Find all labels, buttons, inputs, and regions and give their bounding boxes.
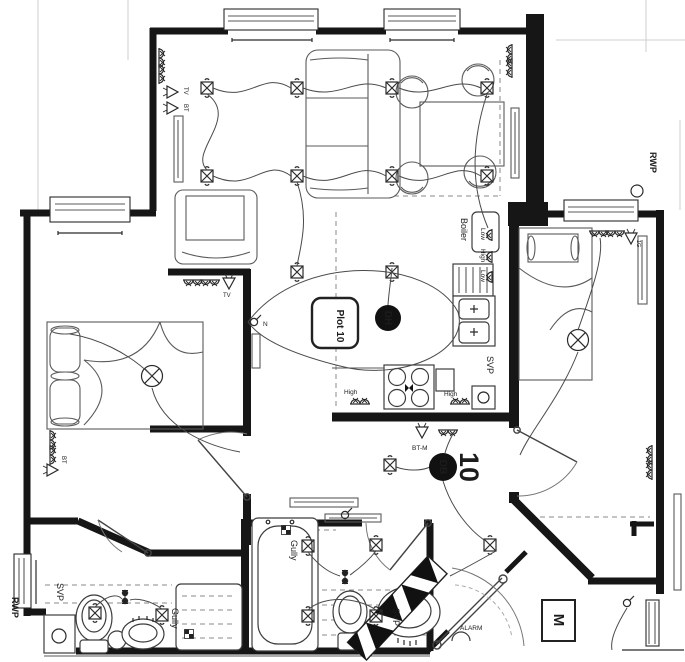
living-room	[173, 49, 520, 369]
alarm-label: ALARM	[460, 625, 482, 632]
doors	[97, 426, 578, 650]
badges: Plot 10 DH DB 10 M	[310, 296, 576, 642]
plot-badge-line1: Plot 10	[334, 310, 345, 343]
plumbing-symbols	[43, 184, 644, 654]
door-bedroom2	[513, 426, 578, 497]
svp-kitchen-label: SVP	[485, 356, 495, 374]
armchair	[174, 189, 258, 265]
radiator-living-left	[173, 115, 184, 183]
hallway	[289, 497, 382, 523]
drainer-rack	[452, 263, 494, 297]
hob-high-left-label: High	[344, 389, 358, 396]
bathtub	[251, 517, 319, 652]
svp-kitchen-box	[471, 385, 496, 410]
walls	[20, 14, 684, 657]
labels: Boiler Low High Low SVP RWP RWP SVP SVP …	[10, 87, 658, 632]
radiator-hall-wall	[251, 333, 261, 369]
sofa	[305, 49, 401, 199]
dwelling-number: 10	[454, 452, 484, 482]
db-marker: DB	[429, 453, 457, 481]
door-bedroom1	[197, 431, 251, 501]
windows	[13, 8, 639, 609]
bedroom-1	[46, 321, 204, 430]
window-bedroom1	[49, 196, 131, 235]
hob-high-right-label: High	[444, 391, 458, 398]
hob	[383, 364, 435, 410]
plot-badge: Plot 10	[310, 296, 360, 350]
window-living-1	[223, 8, 319, 42]
door-bathroom	[365, 519, 432, 571]
bt-bedroom1-label: BT	[60, 456, 66, 464]
construction-lines	[37, 0, 685, 212]
radiator-living-right	[510, 107, 520, 179]
window-west	[13, 553, 37, 609]
alarm-panel	[346, 555, 449, 662]
door-ensuite	[97, 519, 152, 557]
outlet-low-top-label: Low	[479, 228, 486, 240]
gully-ensuite-label: Gully	[170, 608, 180, 629]
svp-bathroom-label: SVP	[391, 608, 401, 626]
bedroom-2	[518, 227, 682, 591]
basin-ensuite	[121, 616, 165, 650]
rwp-northeast-label: RWP	[648, 152, 658, 173]
radiator-corridor	[673, 493, 682, 591]
door-entrance	[432, 567, 525, 650]
shower-tray	[175, 583, 243, 651]
db-marker-label: DB	[437, 460, 448, 474]
rwp-southwest-label: RWP	[10, 597, 20, 618]
tv-living-south-label: TV	[223, 293, 231, 299]
outlet-high-mid-label: High	[479, 249, 486, 263]
svp-southwest-label: SVP	[55, 583, 65, 601]
n-point-label: N	[263, 321, 268, 328]
meter-box: M	[541, 599, 576, 642]
bt-living-wall-label: BT	[182, 104, 188, 112]
gully-bathroom-label: Gully	[289, 540, 299, 561]
tv-living-wall-label: TV	[182, 87, 188, 95]
dh-marker-label: DH	[382, 311, 393, 325]
window-bedroom2	[563, 199, 639, 222]
dining-table	[395, 63, 505, 195]
boiler-label: Boiler	[459, 218, 469, 241]
sink	[452, 295, 496, 347]
meter-label: M	[550, 614, 567, 627]
wiring	[69, 82, 628, 651]
entrance	[346, 555, 471, 662]
svp-box-southwest	[43, 614, 76, 654]
dh-marker: DH	[375, 305, 401, 331]
boiler-unit	[471, 211, 500, 253]
outlet-low-bottom-label: Low	[479, 270, 486, 282]
radiator-bedroom2	[637, 235, 648, 305]
bt-m-label: BT-M	[412, 445, 428, 452]
window-living-2	[383, 8, 461, 42]
gang-bedroom2-label: 1G	[635, 240, 641, 247]
